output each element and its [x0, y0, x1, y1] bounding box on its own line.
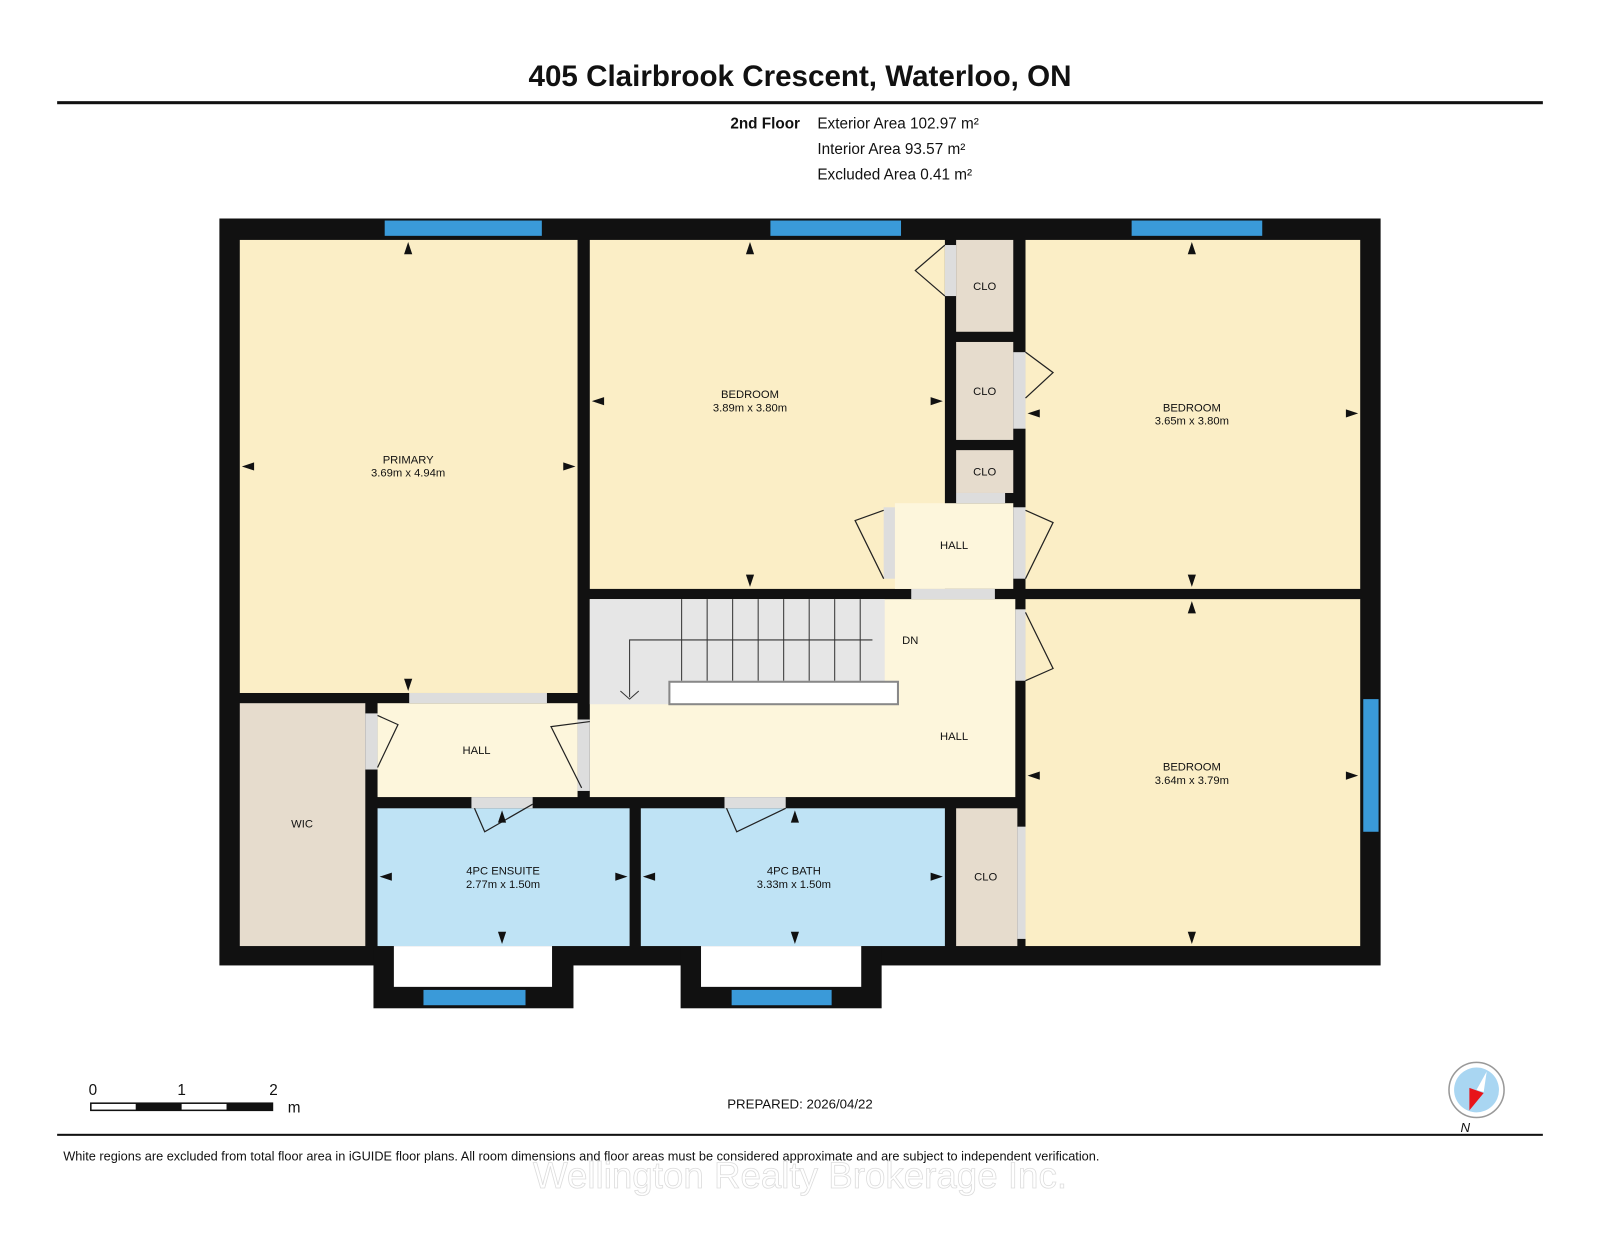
bath-label: 4PC BATH: [767, 866, 821, 878]
primary-label: PRIMARY: [383, 454, 434, 466]
room-bedroom-3: [1025, 599, 1361, 947]
interior-area: Interior Area 93.57 m²: [817, 141, 965, 158]
bedroom2-label: BEDROOM: [1163, 402, 1221, 414]
ensuite-label: 4PC ENSUITE: [466, 866, 540, 878]
floor-name: 2nd Floor: [730, 116, 800, 133]
watermark: Wellington Realty Brokerage Inc.: [533, 1155, 1067, 1196]
door-openings: [365, 245, 1026, 939]
windows: [384, 220, 1379, 1006]
room-closet-4: [956, 808, 1018, 947]
room-bath: [640, 808, 945, 947]
hall-small-label: HALL: [940, 540, 968, 552]
scale-tick-2: 2: [269, 1082, 278, 1099]
room-closet-3: [956, 450, 1014, 493]
hall-main-label: HALL: [940, 731, 968, 743]
ensuite-dims: 2.77m x 1.50m: [466, 879, 540, 891]
room-ensuite: [377, 808, 630, 947]
footer-rule: [57, 1133, 1543, 1136]
page-title: 405 Clairbrook Crescent, Waterloo, ON: [529, 60, 1072, 93]
scale-tick-1: 1: [177, 1082, 186, 1099]
scale-tick-0: 0: [89, 1082, 98, 1099]
stairs-down-label: DN: [902, 635, 918, 647]
scale-unit: m: [288, 1099, 301, 1116]
bedroom1-label: BEDROOM: [721, 389, 779, 401]
disclaimer: White regions are excluded from total fl…: [63, 1148, 1099, 1163]
closet3-label: CLO: [973, 467, 996, 479]
room-hall-small: [894, 503, 1014, 589]
room-wic: [239, 703, 366, 947]
closet4-label: CLO: [974, 872, 997, 884]
title-rule: [57, 101, 1543, 105]
room-closet-1: [956, 239, 1014, 332]
room-hall-left: [377, 703, 578, 798]
stair-railing: [668, 680, 899, 706]
hall-left-label: HALL: [462, 745, 490, 757]
closet2-label: CLO: [973, 386, 996, 398]
excluded-area: Excluded Area 0.41 m²: [817, 167, 972, 184]
wic-label: WIC: [291, 819, 313, 831]
scale-bar: [90, 1102, 274, 1112]
bedroom1-dims: 3.89m x 3.80m: [713, 402, 787, 414]
prepared-date: PREPARED: 2026/04/22: [727, 1096, 873, 1111]
room-primary: [239, 239, 578, 693]
compass-north-label: N: [1461, 1120, 1471, 1135]
exterior-area: Exterior Area 102.97 m²: [817, 116, 979, 133]
room-bedroom-2: [1025, 239, 1361, 589]
door-swings: [376, 244, 1055, 833]
bedroom3-dims: 3.64m x 3.79m: [1155, 775, 1229, 787]
compass-icon: [1448, 1061, 1505, 1119]
dimension-arrows: [241, 241, 1359, 945]
bedroom3-label: BEDROOM: [1163, 762, 1221, 774]
stair-treads: [620, 599, 873, 700]
room-closet-2: [956, 341, 1014, 440]
closet1-label: CLO: [973, 281, 996, 293]
primary-dims: 3.69m x 4.94m: [371, 468, 445, 480]
bedroom2-dims: 3.65m x 3.80m: [1155, 416, 1229, 428]
bath-dims: 3.33m x 1.50m: [757, 879, 831, 891]
